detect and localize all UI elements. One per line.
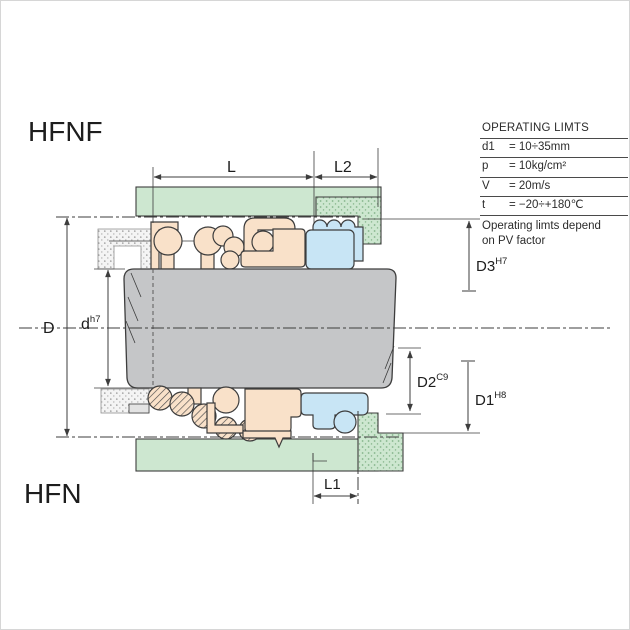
table-row-p: p = 10kg/cm²	[480, 158, 628, 178]
param-value: = 10kg/cm²	[509, 160, 567, 173]
o-ring	[251, 230, 275, 254]
seat-o-ring	[333, 410, 357, 434]
shaft-break-hatch-right	[382, 345, 395, 384]
housing-bore-step-lower	[357, 412, 404, 472]
seat-upper	[305, 219, 364, 270]
seat-upper-front-ring	[305, 229, 355, 270]
param-value: = 20m/s	[509, 179, 551, 192]
table-note: Operating limts depend on PV factor	[480, 216, 628, 249]
retainer-bracket	[206, 402, 244, 434]
model-label-hfnf: HFNF	[28, 116, 103, 147]
dim-label-D2: D2C9	[417, 372, 448, 391]
spring-section	[169, 391, 195, 417]
dim-label-L: L	[227, 159, 236, 176]
param-name: p	[482, 160, 489, 173]
dim-label-D3: D3H7	[476, 256, 507, 275]
seal-face-ring-lower	[244, 388, 302, 433]
seal-assembly-lower	[147, 385, 302, 449]
dim-label-D1: D1H8	[475, 390, 506, 409]
dim-L2: L2	[314, 148, 379, 207]
table-row-V: V = 20m/s	[480, 178, 628, 197]
dim-D2: D2C9	[407, 350, 448, 412]
gland-step-lower	[128, 403, 150, 414]
model-label-hfn: HFN	[24, 478, 82, 509]
param-value: = −20÷+180℃	[509, 198, 584, 211]
table-note-line1: Operating limts depend	[482, 220, 601, 233]
table-row-t: t = −20÷+180℃	[480, 197, 628, 217]
dim-d: dh7	[81, 268, 137, 389]
param-value: = 10÷35mm	[509, 141, 570, 154]
dim-D1: D1H8	[461, 360, 506, 432]
seat-lower	[300, 392, 369, 434]
operating-limits-table: OPERATING LIMTS d1 = 10÷35mm p = 10kg/cm…	[480, 121, 628, 249]
dim-label-D: D	[43, 320, 55, 337]
table-row-d1: d1 = 10÷35mm	[480, 139, 628, 159]
table-note-line2: on PV factor	[482, 235, 546, 248]
param-name: V	[482, 179, 490, 192]
dim-L: L	[152, 151, 315, 223]
dim-label-d: dh7	[81, 314, 100, 333]
spring-coil	[153, 226, 183, 256]
dim-L1: L1	[312, 411, 359, 504]
housing-upper	[135, 186, 382, 245]
seal-face-ring-upper	[240, 228, 306, 268]
dim-label-L2: L2	[334, 159, 352, 176]
o-ring	[212, 386, 240, 414]
gland-plate-upper	[97, 228, 160, 270]
param-name: t	[482, 198, 486, 211]
o-ring	[220, 250, 240, 270]
shaft-break-hatch-left	[125, 272, 142, 344]
shaft-body	[123, 268, 397, 389]
dim-D3: D3H7	[462, 220, 507, 292]
spring-section	[147, 385, 173, 411]
dim-D: D	[43, 217, 70, 437]
dim-label-L1: L1	[324, 476, 341, 493]
drive-lug	[242, 430, 292, 449]
seal-assembly-upper	[109, 217, 306, 270]
housing-band-bottom	[135, 438, 379, 472]
param-name: d1	[482, 141, 495, 154]
table-title: OPERATING LIMTS	[480, 121, 628, 140]
